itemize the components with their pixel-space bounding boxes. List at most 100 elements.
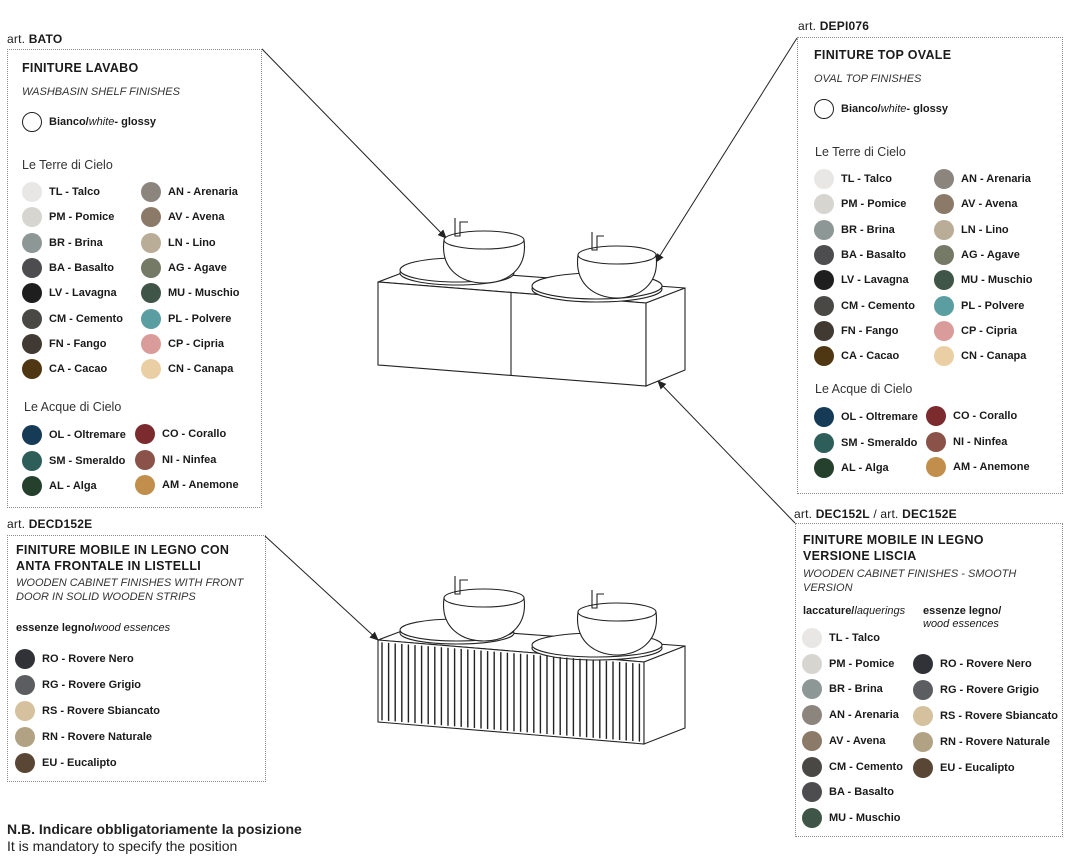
swatch-label: AN - Arenaria bbox=[168, 186, 238, 198]
swatch-label: AM - Anemone bbox=[953, 461, 1030, 473]
swatch-ni: NI - Ninfea bbox=[926, 431, 1007, 453]
color-swatch-icon bbox=[22, 359, 42, 380]
swatch-cm: CM - Cemento bbox=[802, 756, 903, 778]
swatch-label: AV - Avena bbox=[829, 734, 886, 747]
panel-depi bbox=[797, 37, 1063, 494]
swatch-label: PL - Polvere bbox=[961, 299, 1025, 312]
panel-decd bbox=[7, 535, 266, 782]
swatch-al: AL - Alga bbox=[814, 457, 889, 479]
title-line-1: FINITURE MOBILE IN LEGNO bbox=[803, 533, 984, 547]
swatch-br: BR - Brina bbox=[22, 232, 103, 254]
swatch-label: LV - Lavagna bbox=[841, 274, 909, 287]
art-prefix: art. bbox=[798, 19, 817, 33]
color-swatch-icon bbox=[814, 219, 834, 240]
swatch-sm: SM - Smeraldo bbox=[22, 450, 125, 472]
swatch-lv: LV - Lavagna bbox=[22, 282, 117, 304]
leader-line-depi bbox=[655, 37, 798, 263]
color-swatch-icon bbox=[15, 675, 35, 695]
swatch-label: CA - Cacao bbox=[49, 363, 108, 376]
swatch-label: CM - Cemento bbox=[49, 312, 123, 325]
swatch-rg: RG - Rovere Grigio bbox=[913, 679, 1039, 701]
panel-subtitle: OVAL TOP FINISHES bbox=[814, 73, 922, 85]
swatch-al: AL - Alga bbox=[22, 475, 97, 497]
color-swatch-icon bbox=[22, 207, 42, 228]
color-swatch-icon bbox=[913, 706, 933, 726]
swatch-co: CO - Corallo bbox=[135, 423, 226, 445]
art-separator: / bbox=[873, 507, 877, 521]
essenze-label: essenze legno/wood essences bbox=[923, 605, 1001, 631]
color-swatch-icon bbox=[141, 182, 161, 202]
swatch-label: CM - Cemento bbox=[829, 760, 903, 773]
swatch-br: BR - Brina bbox=[814, 219, 895, 241]
subtitle-line-2: DOOR IN SOLID WOODEN STRIPS bbox=[16, 591, 196, 603]
swatch-label: RN - Rovere Naturale bbox=[42, 731, 153, 743]
swatch-white-glossy: Bianco/white - glossy bbox=[22, 111, 156, 133]
swatch-label: TL - Talco bbox=[49, 186, 100, 198]
color-swatch-icon bbox=[814, 295, 834, 316]
swatch-ag: AG - Agave bbox=[934, 244, 1020, 266]
color-swatch-icon bbox=[926, 457, 946, 477]
art-prefix: art. bbox=[7, 32, 26, 46]
leader-line-dec bbox=[657, 380, 796, 524]
cabinet-smooth-drawing bbox=[377, 218, 686, 387]
swatch-mu: MU - Muschio bbox=[141, 282, 240, 304]
note-line-italian: N.B. Indicare obbligatoriamente la posiz… bbox=[7, 821, 302, 837]
swatch-label: BA - Basalto bbox=[829, 786, 894, 799]
swatch-eu: EU - Eucalipto bbox=[15, 752, 117, 774]
swatch-label: CM - Cemento bbox=[841, 299, 915, 312]
swatch-label: CA - Cacao bbox=[841, 350, 900, 363]
color-swatch-icon bbox=[802, 705, 822, 726]
title-line-2: VERSIONE LISCIA bbox=[803, 549, 917, 563]
color-swatch-icon bbox=[141, 257, 161, 278]
swatch-label: RO - Rovere Nero bbox=[42, 653, 134, 665]
color-swatch-icon bbox=[802, 679, 822, 700]
color-swatch-icon bbox=[934, 320, 954, 341]
color-swatch-icon bbox=[141, 308, 161, 329]
color-swatch-icon bbox=[802, 807, 822, 828]
swatch-tl: TL - Talco bbox=[814, 168, 892, 190]
swatch-co: CO - Corallo bbox=[926, 405, 1017, 427]
swatch-av: AV - Avena bbox=[934, 193, 1017, 215]
color-swatch-icon bbox=[15, 649, 35, 669]
white-label-bold: Bianco/ bbox=[841, 103, 881, 115]
cabinet-strips-drawing bbox=[377, 576, 686, 745]
essenze-italic: wood essences bbox=[94, 622, 171, 634]
art-code: DEPI076 bbox=[819, 19, 870, 33]
swatch-label: AG - Agave bbox=[168, 261, 227, 274]
color-swatch-icon bbox=[934, 270, 954, 291]
color-swatch-icon bbox=[141, 207, 161, 228]
swatch-tl: TL - Talco bbox=[802, 627, 880, 649]
swatch-label: CO - Corallo bbox=[162, 428, 227, 440]
swatch-label: FN - Fango bbox=[49, 337, 107, 350]
color-swatch-icon bbox=[802, 756, 822, 777]
title-line-1: FINITURE MOBILE IN LEGNO CON bbox=[16, 543, 230, 557]
color-swatch-icon bbox=[22, 283, 42, 304]
swatch-label: SM - Smeraldo bbox=[841, 436, 918, 449]
swatch-label: MU - Muschio bbox=[168, 287, 240, 300]
swatch-an: AN - Arenaria bbox=[802, 704, 899, 726]
color-swatch-icon bbox=[802, 628, 822, 648]
swatch-label: CO - Corallo bbox=[953, 410, 1018, 422]
note-line-english: It is mandatory to specify the position bbox=[7, 838, 238, 854]
swatch-fn: FN - Fango bbox=[22, 333, 106, 355]
swatch-label: OL - Oltremare bbox=[841, 411, 918, 423]
swatch-rg: RG - Rovere Grigio bbox=[15, 674, 141, 696]
section-heading-acque: Le Acque di Cielo bbox=[815, 382, 913, 396]
swatch-label: RS - Rovere Sbiancato bbox=[940, 710, 1058, 722]
art-prefix: art. bbox=[880, 507, 899, 521]
swatch-label: RG - Rovere Grigio bbox=[940, 684, 1040, 696]
color-swatch-icon bbox=[802, 730, 822, 751]
color-swatch-icon bbox=[814, 432, 834, 453]
section-heading-terre: Le Terre di Cielo bbox=[815, 145, 906, 159]
panel-title: FINITURE MOBILE IN LEGNO VERSIONE LISCIA bbox=[803, 532, 984, 564]
panel-title: FINITURE MOBILE IN LEGNO CON ANTA FRONTA… bbox=[16, 542, 229, 574]
swatch-cp: CP - Cipria bbox=[934, 320, 1017, 342]
swatch-rs: RS - Rovere Sbiancato bbox=[15, 700, 160, 722]
swatch-label: CP - Cipria bbox=[961, 324, 1018, 337]
color-swatch-icon bbox=[141, 283, 161, 304]
panel-title: FINITURE LAVABO bbox=[22, 61, 139, 75]
swatch-rn: RN - Rovere Naturale bbox=[15, 726, 152, 748]
white-label-italic: white bbox=[88, 116, 115, 128]
swatch-cm: CM - Cemento bbox=[814, 295, 915, 317]
